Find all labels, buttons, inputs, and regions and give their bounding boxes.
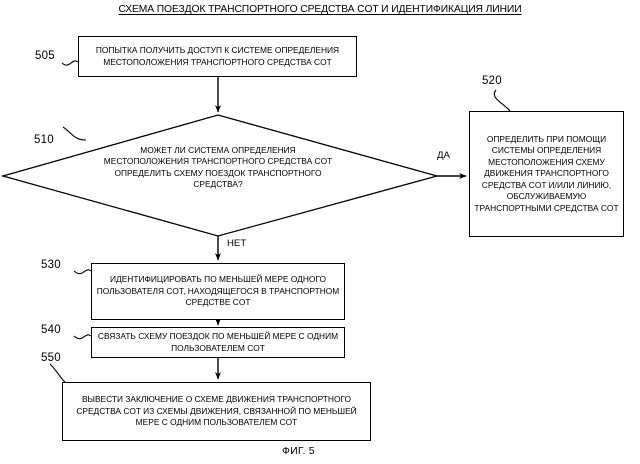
reference-numeral-550: 550 [41,352,61,364]
process-box-505[interactable]: ПОПЫТКА ПОЛУЧИТЬ ДОСТУП К СИСТЕМЕ ОПРЕДЕ… [78,36,357,77]
process-box-520[interactable]: ОПРЕДЕЛИТЬ ПРИ ПОМОЩИ СИСТЕМЫ ОПРЕДЕЛЕНИ… [469,111,624,237]
leader-line-530 [73,269,92,275]
decision-box-510-text: МОЖЕТ ЛИ СИСТЕМА ОПРЕДЕЛЕНИЯ МЕСТОПОЛОЖЕ… [103,145,333,190]
reference-numeral-530: 530 [41,259,61,271]
reference-numeral-505: 505 [35,50,55,62]
process-box-550-text: ВЫВЕСТИ ЗАКЛЮЧЕНИЕ О СХЕМЕ ДВИЖЕНИЯ ТРАН… [76,394,357,428]
figure-title: СХЕМА ПОЕЗДОК ТРАНСПОРТНОГО СРЕДСТВА COT… [70,3,570,17]
edge-label-yes: ДА [437,150,450,161]
process-box-520-text: ОПРЕДЕЛИТЬ ПРИ ПОМОЩИ СИСТЕМЫ ОПРЕДЕЛЕНИ… [474,134,619,213]
figure-caption: ФИГ. 5 [282,445,315,457]
reference-numeral-510: 510 [34,134,54,146]
figure-title-line-1: СХЕМА ПОЕЗДОК ТРАНСПОРТНОГО СРЕДСТВА COT… [118,4,483,15]
process-box-550[interactable]: ВЫВЕСТИ ЗАКЛЮЧЕНИЕ О СХЕМЕ ДВИЖЕНИЯ ТРАН… [62,382,371,441]
process-box-505-text: ПОПЫТКА ПОЛУЧИТЬ ДОСТУП К СИСТЕМЕ ОПРЕДЕ… [95,45,340,67]
process-box-540[interactable]: СВЯЗАТЬ СХЕМУ ПОЕЗДОК ПО МЕНЬШЕЙ МЕРЕ С … [91,327,345,358]
leader-line-540 [73,334,92,340]
reference-numeral-540: 540 [41,324,61,336]
process-box-530-text: ИДЕНТИФИЦИРОВАТЬ ПО МЕНЬШЕЙ МЕРЕ ОДНОГО … [96,274,340,308]
leader-line-520 [493,89,511,112]
reference-numeral-520: 520 [482,75,502,87]
leader-line-550 [49,363,67,384]
edge-label-no: НЕТ [227,238,247,249]
leader-line-510 [62,126,87,141]
figure-title-line-2: ЛИНИИ [485,4,522,15]
process-box-530[interactable]: ИДЕНТИФИЦИРОВАТЬ ПО МЕНЬШЕЙ МЕРЕ ОДНОГО … [91,263,345,320]
process-box-540-text: СВЯЗАТЬ СХЕМУ ПОЕЗДОК ПО МЕНЬШЕЙ МЕРЕ С … [97,331,339,353]
leader-line-505 [61,60,79,66]
